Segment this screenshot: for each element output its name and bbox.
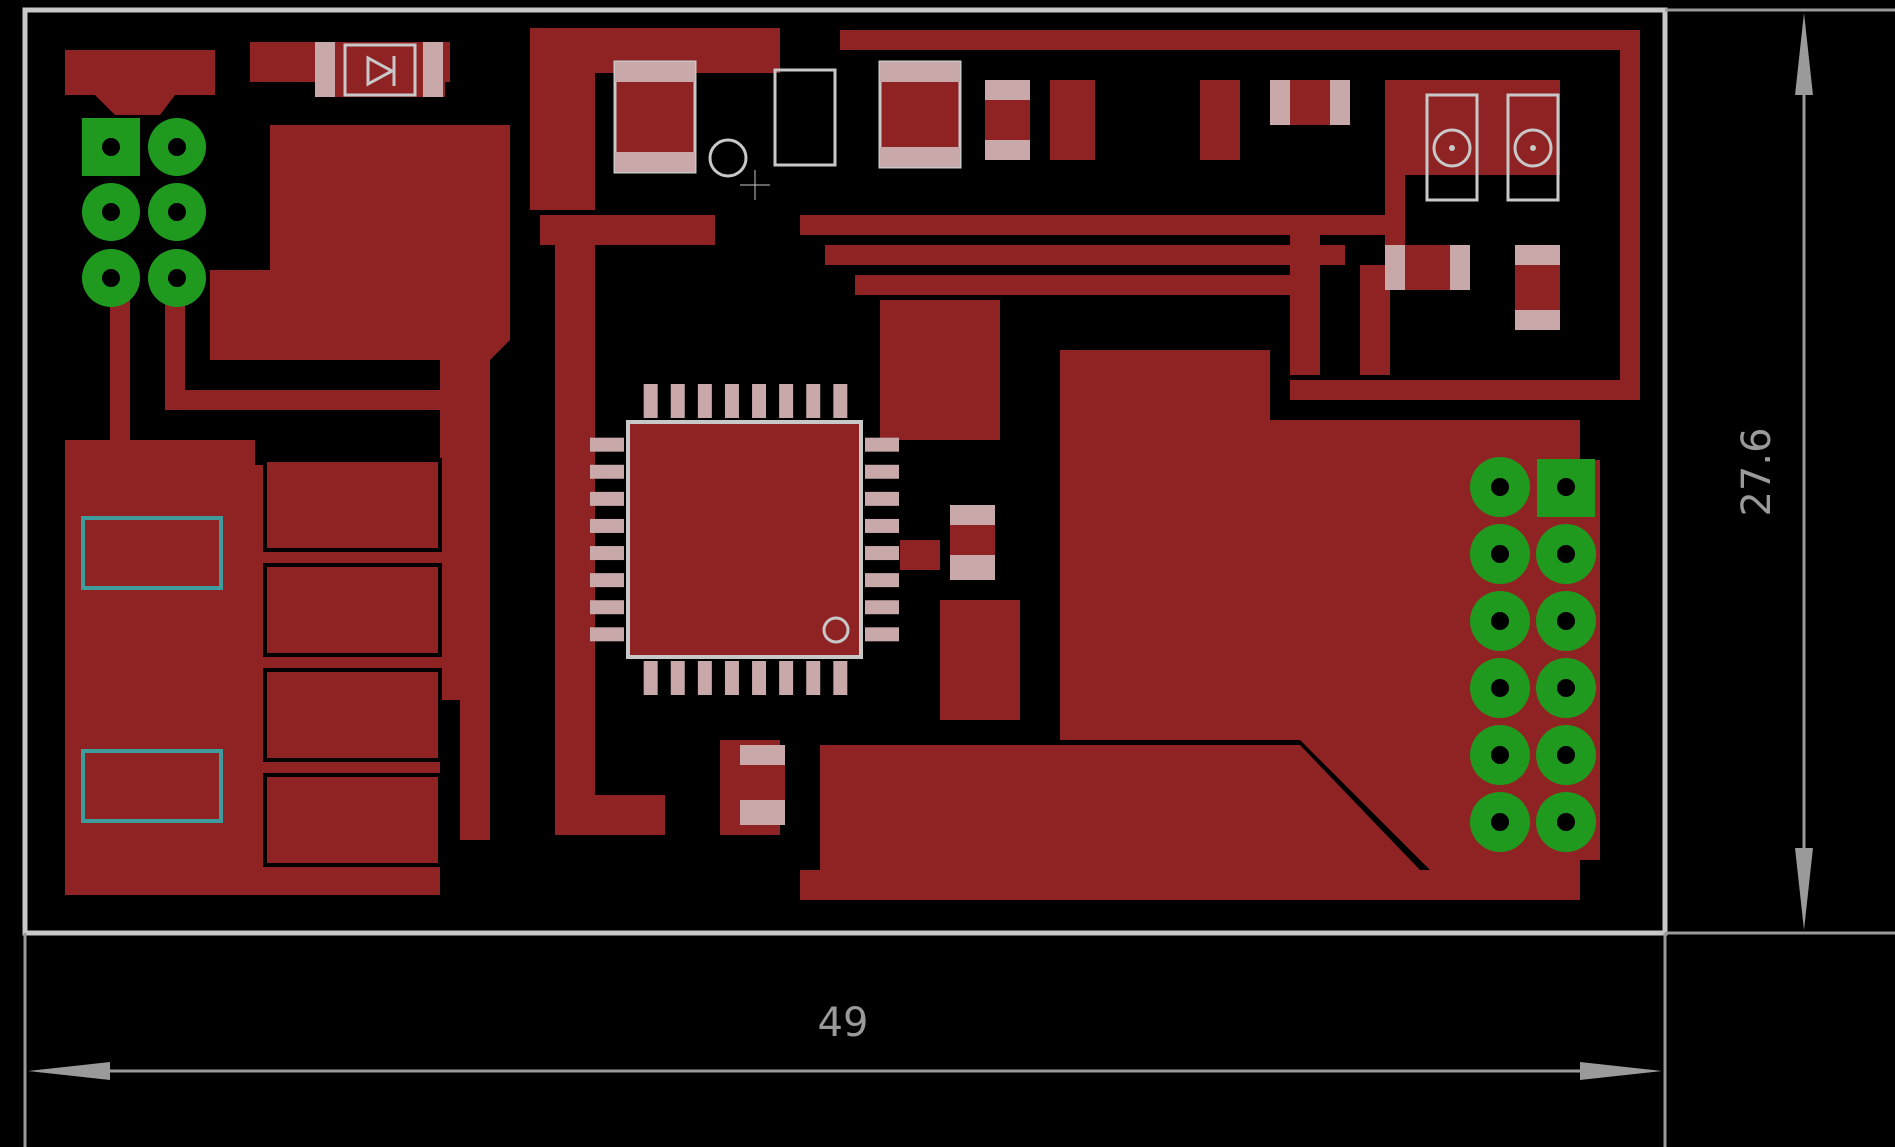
crystal-pads bbox=[263, 458, 442, 867]
left-pin-header bbox=[82, 118, 206, 307]
mcu-pin bbox=[752, 384, 767, 418]
mcu-pin bbox=[670, 661, 685, 695]
dimension-width-label: 49 bbox=[818, 1000, 869, 1046]
mcu-pin bbox=[779, 384, 794, 418]
mcu-pin bbox=[806, 384, 821, 418]
mcu-pin bbox=[833, 661, 848, 695]
mcu-pin bbox=[643, 384, 658, 418]
mcu-pin bbox=[752, 661, 767, 695]
mcu-pin bbox=[590, 518, 624, 533]
mcu-pin bbox=[590, 546, 624, 561]
mcu-pin bbox=[590, 464, 624, 479]
mcu-pin bbox=[590, 600, 624, 615]
mcu-pin bbox=[865, 518, 899, 533]
mcu-pin bbox=[865, 546, 899, 561]
mcu-pin bbox=[865, 464, 899, 479]
mcu-pin bbox=[670, 384, 685, 418]
mcu-pin bbox=[779, 661, 794, 695]
button-footprints bbox=[81, 516, 223, 823]
dimension-height-label: 27.6 bbox=[1734, 427, 1780, 516]
diode-footprint bbox=[315, 42, 445, 97]
capacitor-footprints-top bbox=[613, 60, 962, 174]
led-footprints bbox=[1425, 93, 1560, 202]
board-outline bbox=[22, 7, 1668, 936]
mcu-pin bbox=[697, 661, 712, 695]
mcu-pin bbox=[590, 437, 624, 452]
mcu-pin bbox=[643, 661, 658, 695]
mcu-pin bbox=[724, 661, 739, 695]
dimension-horizontal bbox=[23, 933, 1667, 1147]
mcu-pin bbox=[590, 627, 624, 642]
mcu-pin bbox=[806, 661, 821, 695]
mcu-pin bbox=[865, 600, 899, 615]
mcu-pin bbox=[724, 384, 739, 418]
mcu-pin bbox=[833, 384, 848, 418]
mcu-pin bbox=[865, 573, 899, 588]
mcu-pin bbox=[865, 491, 899, 506]
mcu-pin bbox=[590, 491, 624, 506]
resistor-footprints bbox=[740, 80, 1560, 825]
dimension-vertical bbox=[1665, 8, 1895, 935]
mcu-pin bbox=[590, 573, 624, 588]
microcontroller-footprint bbox=[590, 384, 899, 695]
right-pin-header bbox=[1470, 457, 1596, 852]
regulator-footprint bbox=[708, 68, 837, 200]
mcu-pin bbox=[697, 384, 712, 418]
mcu-pin bbox=[865, 437, 899, 452]
mcu-pin bbox=[865, 627, 899, 642]
